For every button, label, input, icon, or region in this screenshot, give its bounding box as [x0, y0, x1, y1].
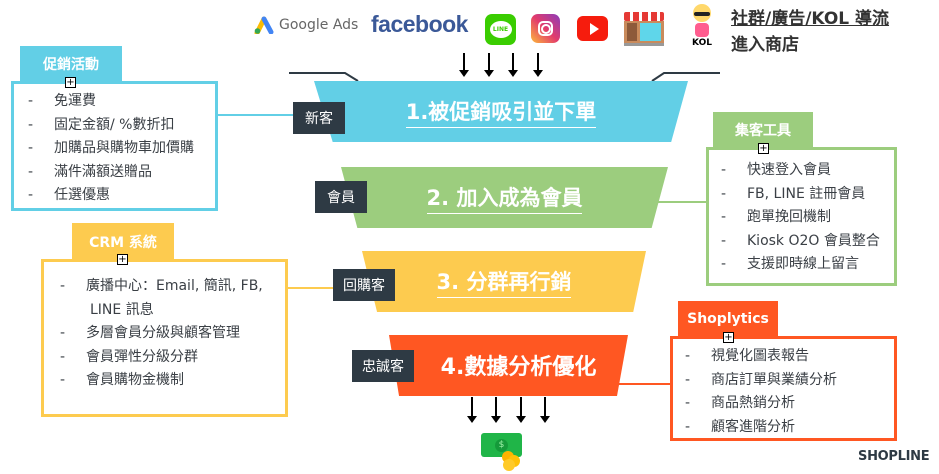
google-ads-logo: Google Ads: [254, 16, 358, 34]
shoplytics-panel: 視覺化圖表報告 商店訂單與業績分析 商品熱銷分析 顧客進階分析: [670, 336, 897, 441]
google-ads-label: Google Ads: [279, 17, 359, 33]
instagram-icon: [531, 14, 560, 43]
list-item: 多層會員分級與顧客管理: [60, 322, 285, 346]
store-icon: [624, 12, 664, 46]
youtube-icon: [577, 16, 608, 41]
list-item: FB, LINE 註冊會員: [721, 183, 894, 207]
kol-label: KOL: [692, 38, 712, 48]
funnel-stage-1: 1.被促銷吸引並下單: [314, 81, 688, 142]
facebook-logo: facebook: [371, 11, 468, 37]
list-item: 免運費: [28, 90, 215, 114]
crm-panel-title: CRM 系統: [72, 223, 174, 260]
tag-returning-customer: 回購客: [333, 269, 395, 301]
list-item: 任選優惠: [28, 184, 215, 208]
list-item: 會員購物金機制: [60, 369, 285, 393]
funnel-stage-2: 2. 加入成為會員: [341, 167, 668, 228]
connector-tools: [655, 201, 707, 203]
header-title: 社群/廣告/KOL 導流 進入商店: [731, 6, 889, 58]
shopline-logo: SHOPLINE: [858, 449, 930, 464]
list-item: 商品熱銷分析: [685, 392, 894, 416]
promo-panel: 免運費 固定金額/ %數折扣 加購品與購物車加價購 滿件滿額送贈品 任選優惠: [11, 81, 218, 211]
funnel-stage-3: 3. 分群再行銷: [362, 251, 646, 312]
list-item: 快速登入會員: [721, 159, 894, 183]
arrow-down-icon: [540, 397, 550, 423]
list-item: 廣播中心：Email, 簡訊, FB,: [60, 275, 285, 299]
list-item: Kiosk O2O 會員整合: [721, 230, 894, 254]
tools-panel: 快速登入會員 FB, LINE 註冊會員 跑單挽回機制 Kiosk O2O 會員…: [706, 147, 897, 286]
stage-2-label: 2. 加入成為會員: [426, 182, 583, 214]
funnel-mouth-lines: [289, 72, 720, 82]
stage-3-label: 3. 分群再行銷: [436, 266, 572, 298]
list-item: 視覺化圖表報告: [685, 345, 894, 369]
shoplytics-panel-title: Shoplytics: [678, 301, 778, 337]
arrow-down-icon: [516, 397, 526, 423]
arrow-down-icon: [459, 53, 469, 77]
expand-icon[interactable]: +: [723, 332, 734, 343]
line-icon: LINE: [485, 14, 516, 45]
list-item: 加購品與購物車加價購: [28, 137, 215, 161]
connector-crm: [287, 287, 333, 289]
list-item: 固定金額/ %數折扣: [28, 114, 215, 138]
arrow-down-icon: [491, 397, 501, 423]
arrow-down-icon: [533, 53, 543, 77]
header-title-line1: 社群/廣告/KOL 導流: [731, 9, 890, 29]
expand-icon[interactable]: +: [65, 77, 76, 88]
stage-1-label: 1.被促銷吸引並下單: [405, 96, 597, 128]
tag-new-customer: 新客: [293, 102, 345, 134]
list-item: LINE 訊息: [90, 301, 154, 318]
arrow-down-icon: [484, 53, 494, 77]
tag-member: 會員: [315, 181, 367, 213]
header-title-line2: 進入商店: [731, 35, 799, 55]
money-icon: $: [481, 433, 523, 471]
kol-icon: KOL: [682, 2, 722, 54]
tools-panel-title: 集客工具: [713, 112, 813, 148]
list-item: 滿件滿額送贈品: [28, 161, 215, 185]
expand-icon[interactable]: +: [117, 254, 128, 265]
list-item: 會員彈性分級分群: [60, 346, 285, 370]
connector-promo: [217, 114, 293, 116]
list-item: 跑單挽回機制: [721, 206, 894, 230]
connector-shoplytics: [618, 383, 671, 385]
tag-loyal-customer: 忠誠客: [352, 350, 414, 382]
stage-4-label: 4.數據分析優化: [440, 355, 597, 380]
arrow-down-icon: [508, 53, 518, 77]
crm-panel: 廣播中心：Email, 簡訊, FB, LINE 訊息 多層會員分級與顧客管理 …: [41, 259, 288, 417]
promo-panel-title: 促銷活動: [20, 46, 122, 82]
expand-icon[interactable]: +: [758, 143, 769, 154]
arrow-down-icon: [467, 397, 477, 423]
list-item: 商店訂單與業績分析: [685, 369, 894, 393]
list-item: 支援即時線上留言: [721, 253, 894, 277]
funnel-stage-4: 4.數據分析優化: [389, 335, 628, 396]
list-item: 顧客進階分析: [685, 416, 894, 440]
